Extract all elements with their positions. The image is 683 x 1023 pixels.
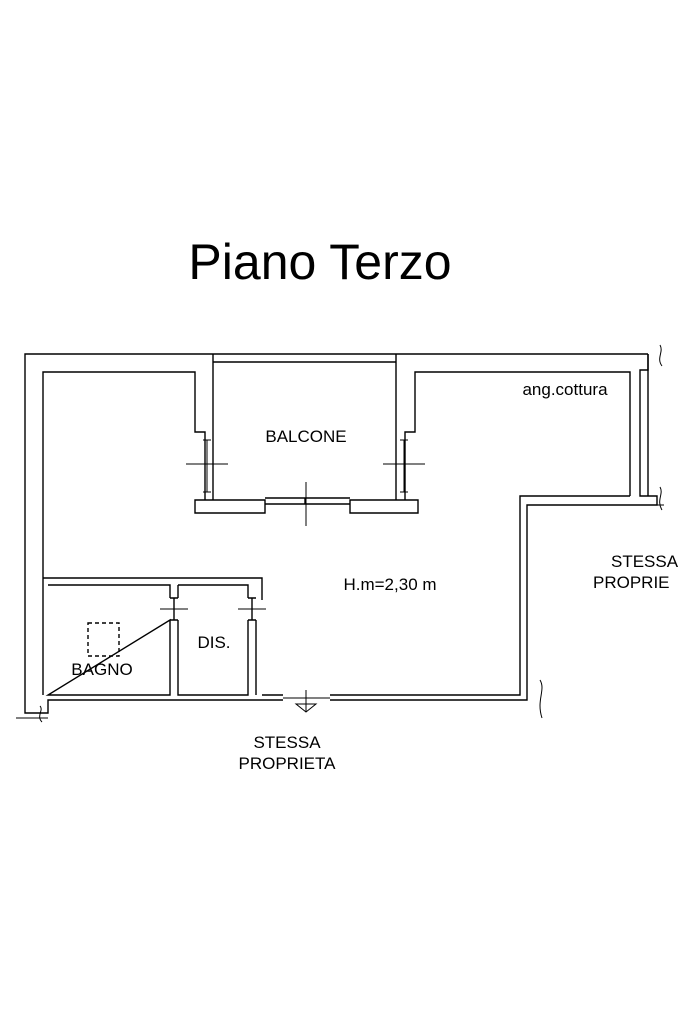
neighbor-bottom-line2: PROPRIETA [239, 754, 337, 773]
ceiling-height-label: H.m=2,30 m [343, 575, 436, 594]
balcony-frame [212, 354, 397, 500]
break-mark-mid-right [539, 679, 543, 719]
break-mark-top-right [659, 344, 663, 367]
room-label-bagno: BAGNO [71, 660, 132, 679]
page-title: Piano Terzo [188, 234, 451, 290]
balcony-sill [194, 499, 419, 514]
break-mark-bottom-left [16, 705, 48, 723]
dis-inner [177, 584, 249, 696]
bath-wall-top [43, 577, 263, 695]
outer-wall-outer [24, 353, 658, 714]
balcony-door [265, 497, 350, 505]
neighbor-bottom-line1: STESSA [253, 733, 321, 752]
bath-inner [45, 584, 171, 696]
window-left-marker [186, 439, 228, 493]
walls [24, 353, 658, 714]
room-label-dis: DIS. [197, 633, 230, 652]
window-right-marker [383, 439, 425, 493]
neighbor-right-line1: STESSA [611, 552, 679, 571]
kitchen-wall [330, 495, 630, 696]
entrance-door-marker [283, 690, 330, 713]
room-label-balcone: BALCONE [265, 427, 346, 446]
room-label-ang-cottura: ang.cottura [522, 380, 608, 399]
outer-wall-inner [42, 371, 206, 695]
balcony-right-inner [404, 371, 631, 500]
shower-icon [87, 622, 120, 657]
neighbor-right-line2: PROPRIE [593, 573, 670, 592]
break-mark-right [656, 486, 664, 511]
right-wall-outer [639, 354, 649, 497]
openings [16, 344, 664, 723]
